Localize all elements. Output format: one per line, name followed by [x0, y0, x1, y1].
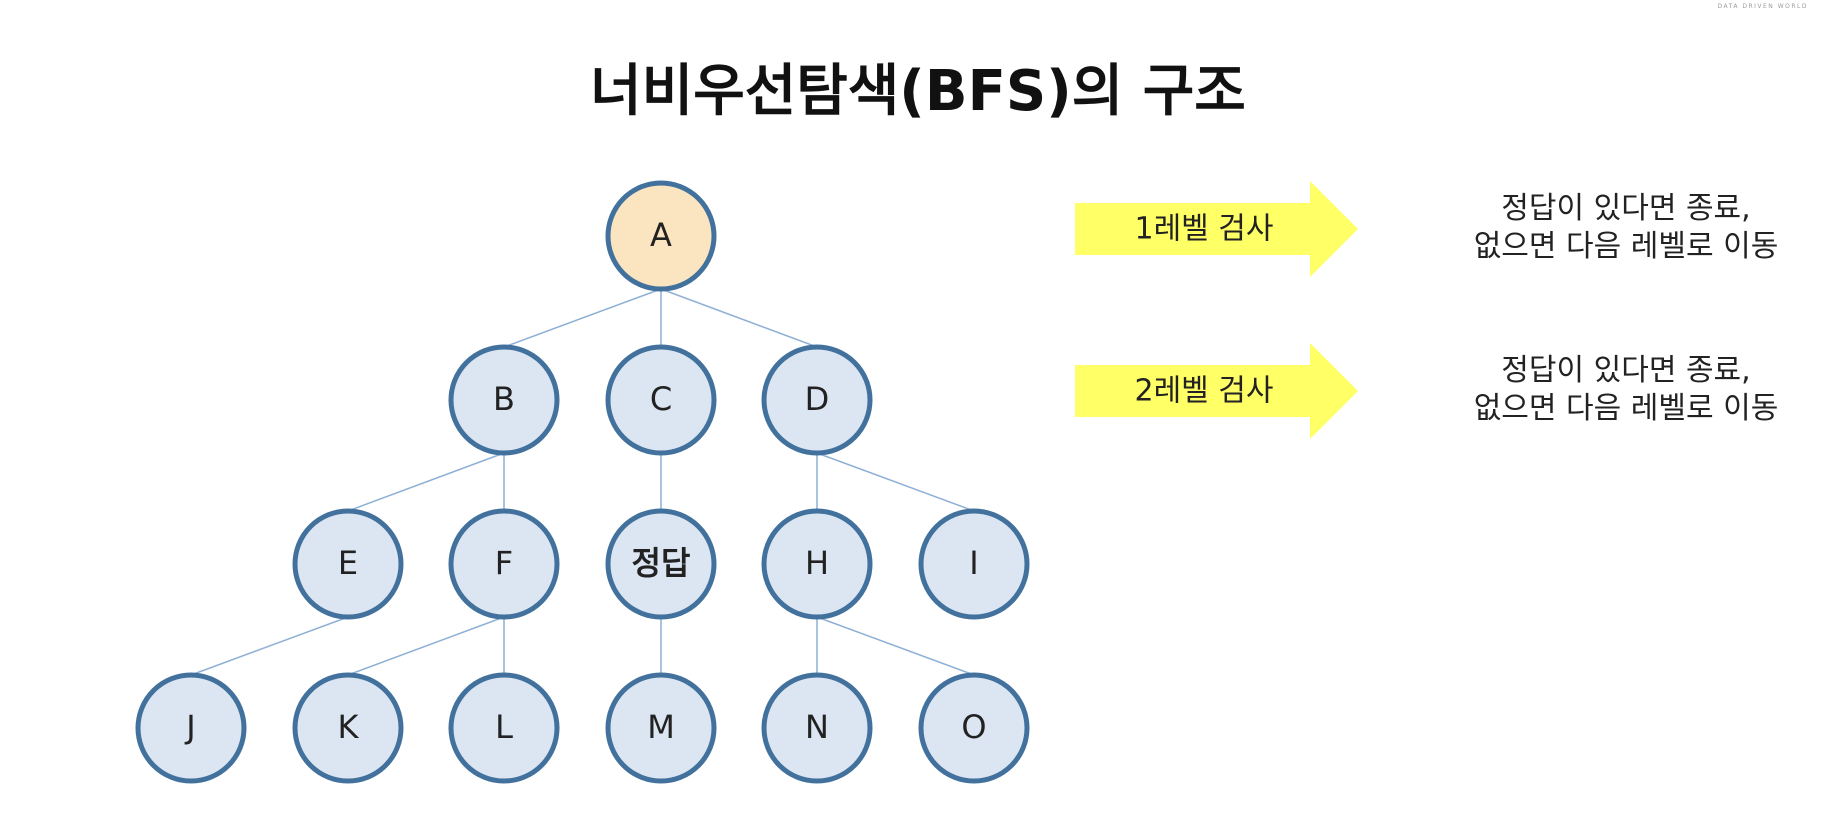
node-label: I: [969, 544, 978, 582]
node-label: J: [184, 708, 195, 746]
node-label: E: [338, 544, 358, 582]
level-2-description-line-1: 정답이 있다면 종료,: [1501, 353, 1751, 388]
arrow-shape: [1075, 343, 1358, 439]
level-1-description: 정답이 있다면 종료, 없으면 다음 레벨로 이동: [1416, 190, 1836, 266]
level-2-arrow: 2레벨 검사: [1075, 343, 1358, 439]
node-circle: [918, 672, 1030, 784]
node-I: I: [918, 508, 1030, 620]
node-L: L: [448, 672, 560, 784]
node-label: O: [961, 708, 986, 746]
level-1-arrow: 1레벨 검사: [1075, 181, 1358, 277]
node-C: C: [605, 344, 717, 456]
level-2-description-line-2: 없으면 다음 레벨로 이동: [1473, 391, 1779, 426]
tree-edges: [190, 288, 975, 676]
node-circle: [605, 180, 717, 292]
level-2-description: 정답이 있다면 종료, 없으면 다음 레벨로 이동: [1416, 352, 1836, 428]
node-label: B: [493, 380, 515, 418]
node-label: C: [650, 380, 672, 418]
node-circle: [918, 508, 1030, 620]
level-1-arrow-label: 1레벨 검사: [1134, 212, 1273, 247]
node-label: F: [495, 544, 513, 582]
level-1-description-line-2: 없으면 다음 레벨로 이동: [1473, 229, 1779, 264]
node-circle: [605, 508, 717, 620]
node-circle: [448, 508, 560, 620]
node-label: 정답: [632, 544, 691, 582]
node-B: B: [448, 344, 560, 456]
node-O: O: [918, 672, 1030, 784]
page-title: 너비우선탐색(BFS)의 구조: [590, 59, 1246, 124]
node-label: M: [647, 708, 675, 746]
node-label: L: [495, 708, 513, 746]
node-F: F: [448, 508, 560, 620]
node-circle: [292, 672, 404, 784]
edge-A-B: [503, 288, 662, 348]
node-J: J: [135, 672, 247, 784]
edge-H-O: [816, 616, 975, 676]
node-M: M: [605, 672, 717, 784]
edge-F-K: [347, 616, 505, 676]
node-D: D: [761, 344, 873, 456]
arrow-shape: [1075, 181, 1358, 277]
node-A: A: [605, 180, 717, 292]
node-label: D: [805, 380, 830, 418]
node-circle: [135, 672, 247, 784]
edge-D-I: [816, 452, 975, 512]
node-E: E: [292, 508, 404, 620]
node-circle: [448, 344, 560, 456]
node-label: A: [650, 216, 672, 254]
node-circle: [605, 344, 717, 456]
node-circle: [448, 672, 560, 784]
level-2-arrow-label: 2레벨 검사: [1134, 374, 1273, 409]
edge-B-E: [347, 452, 505, 512]
node-circle: [761, 672, 873, 784]
node-N: N: [761, 672, 873, 784]
level-arrows: 1레벨 검사 2레벨 검사: [1075, 181, 1358, 439]
watermark: DATA DRIVEN WORLD: [1717, 3, 1808, 10]
node-circle: [292, 508, 404, 620]
node-G: 정답: [605, 508, 717, 620]
node-circle: [761, 508, 873, 620]
node-circle: [605, 672, 717, 784]
edge-A-D: [660, 288, 818, 348]
node-label: K: [338, 708, 360, 746]
node-label: N: [805, 708, 829, 746]
node-label: H: [805, 544, 829, 582]
node-K: K: [292, 672, 404, 784]
node-circle: [761, 344, 873, 456]
edge-E-J: [190, 616, 349, 676]
tree-nodes: A B C D E F 정답 H I J K L M N O: [135, 180, 1030, 784]
level-1-description-line-1: 정답이 있다면 종료,: [1501, 191, 1751, 226]
node-H: H: [761, 508, 873, 620]
